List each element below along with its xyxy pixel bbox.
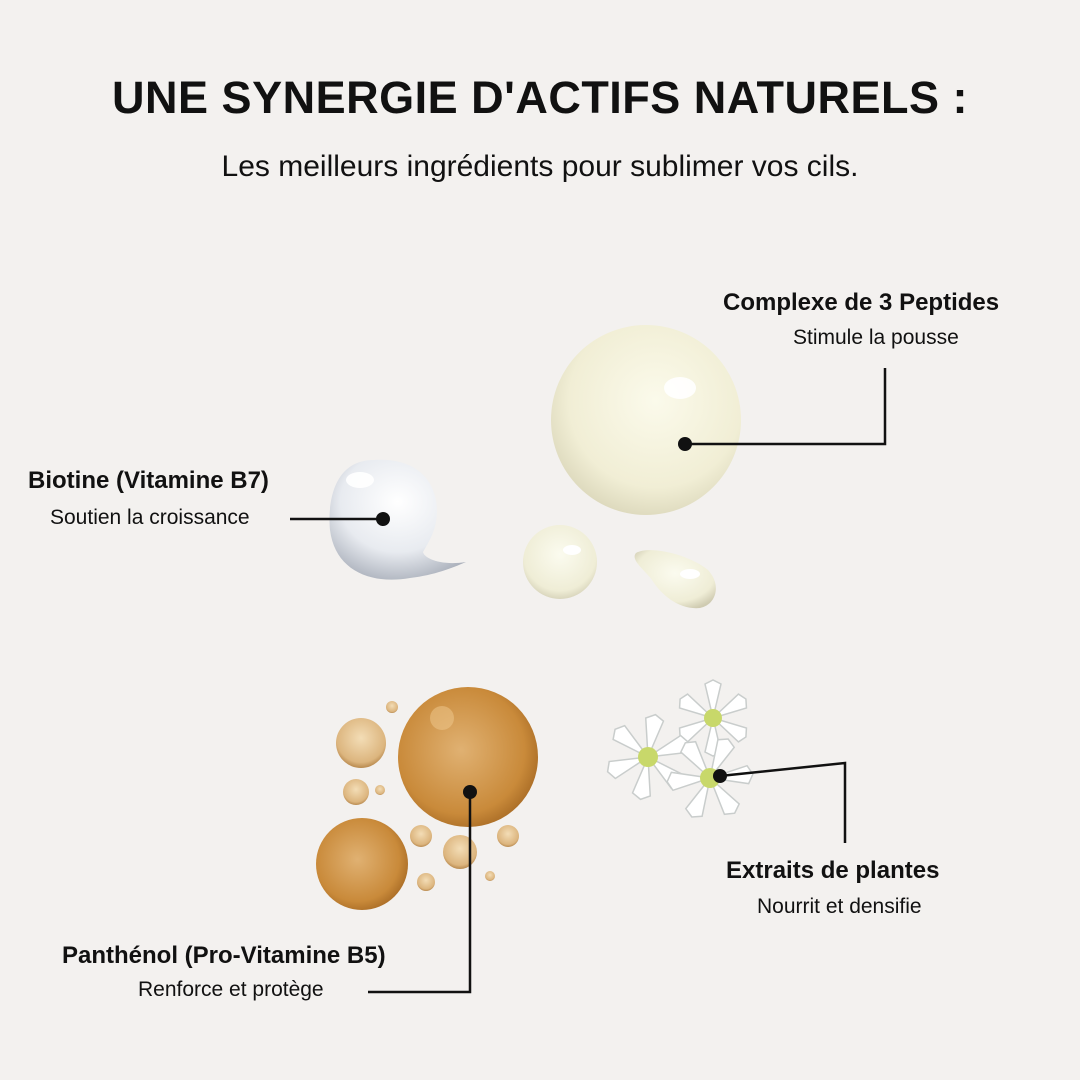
connector-lines — [290, 368, 887, 994]
plant-marker — [713, 769, 727, 783]
page-subtitle: Les meilleurs ingrédients pour sublimer … — [221, 150, 859, 183]
cream-smear-icon — [634, 550, 716, 609]
flower-icon — [606, 679, 754, 818]
peptide-benefit: Stimule la pousse — [793, 326, 959, 349]
plant-connector — [719, 761, 847, 843]
cream-drop-icon — [523, 525, 597, 599]
peptide-marker — [678, 437, 692, 451]
peptide-drop-icon — [551, 325, 741, 515]
page-title: UNE SYNERGIE D'ACTIFS NATURELS : — [112, 72, 968, 123]
plant-name: Extraits de plantes — [726, 857, 940, 884]
panthenol-connector — [368, 792, 472, 994]
biotin-benefit: Soutien la croissance — [50, 506, 250, 529]
plant-benefit: Nourrit et densifie — [757, 895, 922, 918]
panthenol-drops-icon — [316, 687, 538, 910]
panthenol-name: Panthénol (Pro-Vitamine B5) — [62, 942, 386, 969]
peptide-name: Complexe de 3 Peptides — [723, 289, 1000, 316]
panthenol-benefit: Renforce et protège — [138, 978, 324, 1001]
peptide-connector — [685, 368, 887, 446]
biotin-drop-icon — [329, 459, 466, 580]
biotin-marker — [376, 512, 390, 526]
biotin-name: Biotine (Vitamine B7) — [28, 467, 269, 494]
panthenol-marker — [463, 785, 477, 799]
